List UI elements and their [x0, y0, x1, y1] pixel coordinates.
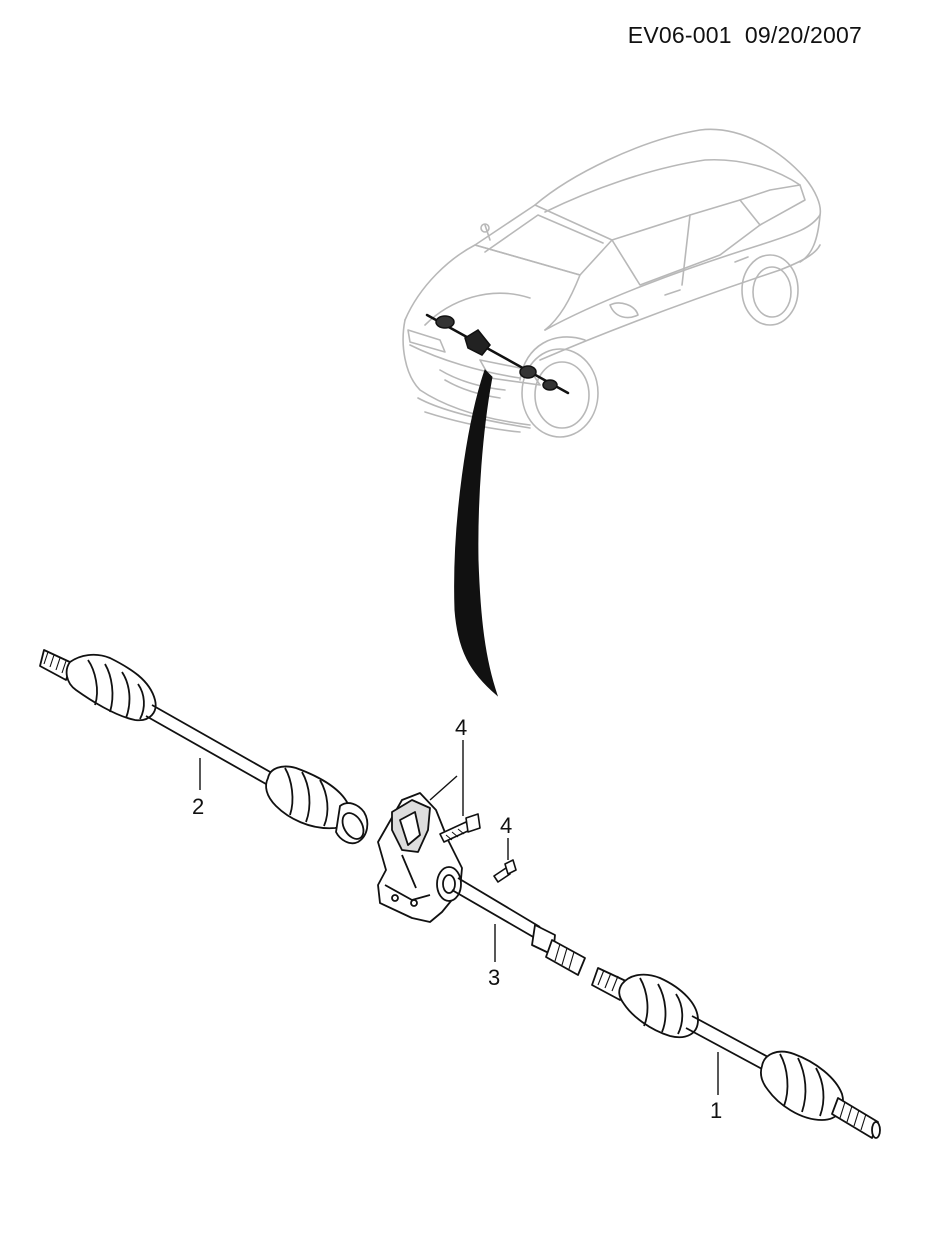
part-1-right-drive-shaft: [591, 967, 881, 1139]
callout-1: 1: [710, 1098, 722, 1123]
callout-4-upper: 4: [455, 715, 467, 740]
document-code-date: EV06-001 09/20/2007: [627, 22, 862, 48]
part-3-bearing-bracket: [377, 792, 463, 923]
locator-arrow: [454, 369, 499, 697]
part-4-bolt-lower: [493, 859, 517, 883]
diagram-header: EV06-001 09/20/2007: [0, 0, 938, 60]
part-4-bolt-upper: [439, 813, 481, 843]
part-2-left-drive-shaft: [39, 649, 369, 845]
callout-leader-lines: [199, 740, 719, 1095]
part-3-intermediate-shaft: [451, 877, 586, 976]
callout-2: 2: [192, 794, 204, 819]
car-driveshaft-highlight: [425, 313, 570, 395]
callout-3: 3: [488, 965, 500, 990]
callout-4-lower: 4: [500, 813, 512, 838]
car-location-illustration: [402, 128, 822, 438]
